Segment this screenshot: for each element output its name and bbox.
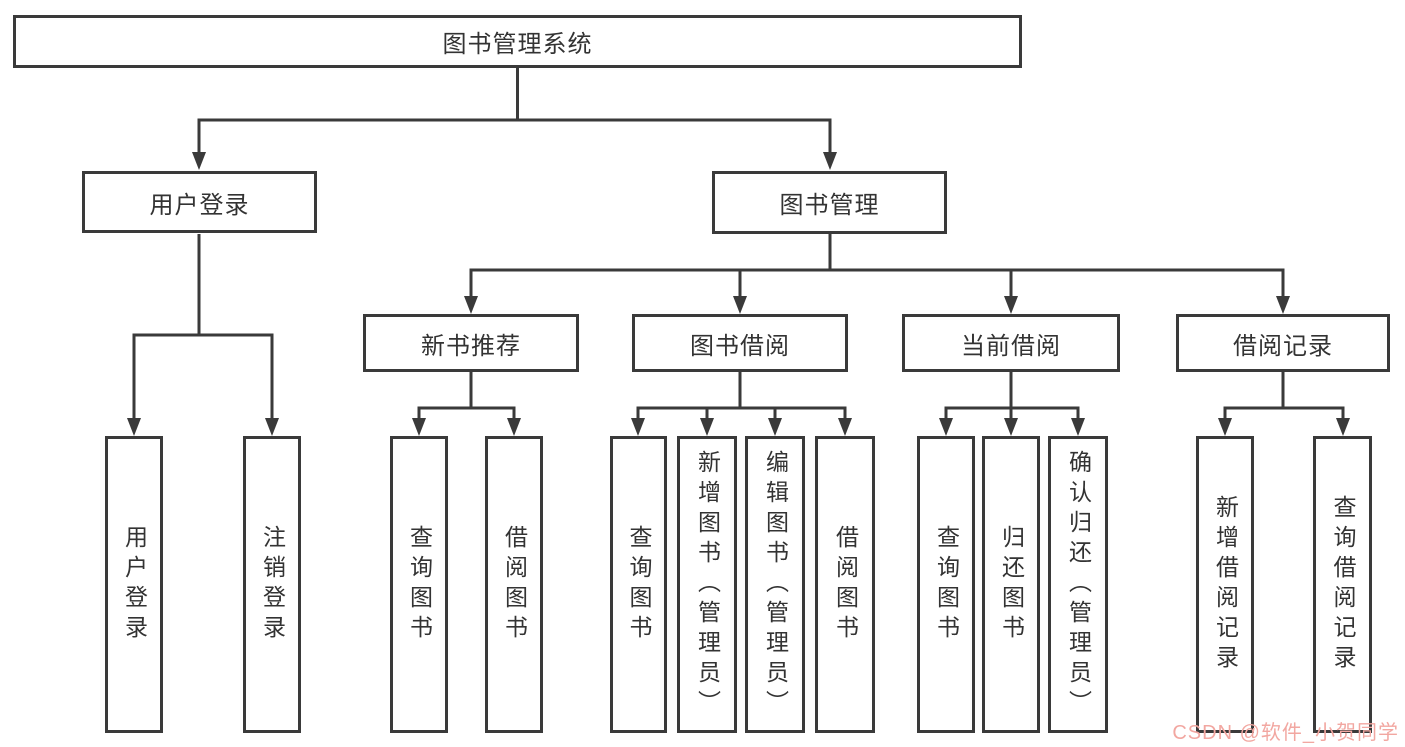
leaf-label: 查询图书 <box>933 524 960 645</box>
node-label: 当前借阅 <box>961 332 1061 360</box>
arrowhead <box>192 152 206 170</box>
node-label: 图书管理 <box>779 192 880 219</box>
node-label: 用户登录 <box>149 191 250 219</box>
connector-newbookrec-to-leaves <box>417 372 516 419</box>
arrowhead <box>507 418 521 436</box>
leaf-label: 确认归还（管理员） <box>1065 449 1092 720</box>
node-label: 新书推荐 <box>421 332 521 360</box>
arrowhead <box>823 152 837 170</box>
arrowhead <box>733 296 747 314</box>
node-label: 图书管理系统 <box>442 31 593 58</box>
arrowhead <box>127 418 141 436</box>
leaf-borrow-books-newrec: 借阅图书 <box>485 436 543 733</box>
leaf-label: 新增图书（管理员） <box>694 449 721 720</box>
node-book-borrowing: 图书借阅 <box>632 314 848 372</box>
arrowhead <box>265 418 279 436</box>
leaf-query-books-newrec: 查询图书 <box>390 436 448 733</box>
arrowhead <box>939 418 953 436</box>
arrowhead <box>631 418 645 436</box>
node-user-login: 用户登录 <box>82 171 317 233</box>
leaf-borrow-books: 借阅图书 <box>815 436 875 733</box>
node-label: 借阅记录 <box>1233 332 1333 360</box>
leaf-label: 编辑图书（管理员） <box>762 449 789 720</box>
leaf-label: 查询图书 <box>406 524 433 645</box>
leaf-query-books-borrow: 查询图书 <box>610 436 667 733</box>
arrowhead <box>700 418 714 436</box>
leaf-logout: 注销登录 <box>243 436 301 733</box>
leaf-user-login: 用户登录 <box>105 436 163 733</box>
connector-borrowrecords-to-leaves <box>1223 372 1345 419</box>
connector-bookmgmt-to-level3 <box>469 234 1285 297</box>
leaf-label: 借阅图书 <box>501 524 528 645</box>
arrowhead <box>838 418 852 436</box>
arrowhead <box>768 418 782 436</box>
connector-root-to-level2 <box>197 68 832 153</box>
arrowhead <box>1071 418 1085 436</box>
arrowhead <box>1336 418 1350 436</box>
leaf-label: 注销登录 <box>259 524 286 645</box>
arrowhead <box>464 296 478 314</box>
leaf-query-books-current: 查询图书 <box>917 436 975 733</box>
node-borrowing-records: 借阅记录 <box>1176 314 1390 372</box>
leaf-label: 查询图书 <box>626 524 652 645</box>
leaf-query-borrow-record: 查询借阅记录 <box>1313 436 1372 733</box>
node-new-book-recommend: 新书推荐 <box>363 314 579 372</box>
leaf-label: 借阅图书 <box>832 524 859 645</box>
arrowhead <box>1004 418 1018 436</box>
connector-userlogin-to-leaves <box>132 234 274 419</box>
leaf-edit-books-admin: 编辑图书（管理员） <box>745 436 805 733</box>
connector-currentborrow-to-leaves <box>944 372 1080 419</box>
node-library-system: 图书管理系统 <box>13 15 1022 68</box>
node-label: 图书借阅 <box>690 332 790 360</box>
node-book-management: 图书管理 <box>712 171 947 234</box>
leaf-add-books-admin: 新增图书（管理员） <box>677 436 737 733</box>
node-current-borrowing: 当前借阅 <box>902 314 1120 372</box>
arrowhead <box>1004 296 1018 314</box>
arrowhead <box>1218 418 1232 436</box>
leaf-add-borrow-record: 新增借阅记录 <box>1196 436 1254 733</box>
arrowhead <box>1276 296 1290 314</box>
leaf-label: 查询借阅记录 <box>1330 494 1356 675</box>
connector-bookborrow-to-leaves <box>636 372 847 419</box>
leaf-confirm-return-admin: 确认归还（管理员） <box>1048 436 1108 733</box>
leaf-label: 新增借阅记录 <box>1212 494 1239 675</box>
leaf-label: 归还图书 <box>998 524 1025 645</box>
arrowheads <box>127 152 1350 436</box>
leaf-return-books: 归还图书 <box>982 436 1040 733</box>
arrowhead <box>412 418 426 436</box>
leaf-label: 用户登录 <box>121 524 148 645</box>
